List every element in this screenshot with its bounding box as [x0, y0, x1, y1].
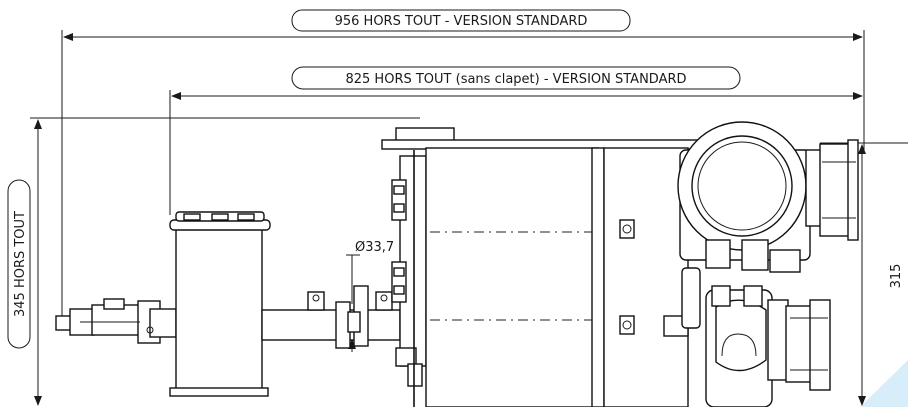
dimension-345: 345 HORS TOUT	[7, 117, 420, 406]
dimension-pipe-diameter: Ø33,7	[346, 240, 394, 352]
dimension-956: 956 HORS TOUT - VERSION STANDARD	[61, 9, 865, 330]
main-body	[381, 127, 701, 407]
dimension-345-label: 345 HORS TOUT	[13, 211, 28, 317]
dimension-315: 315	[820, 142, 908, 406]
dimension-825-label-box	[291, 66, 741, 90]
top-pump	[677, 121, 859, 273]
dimension-345-label-box	[7, 179, 31, 349]
dimension-825-label: 825 HORS TOUT (sans clapet) - VERSION ST…	[345, 72, 686, 87]
pipe-diameter-label: Ø33,7	[355, 240, 394, 255]
dimension-315-label: 315	[889, 264, 904, 289]
bottom-volute	[705, 285, 831, 407]
vertical-cylinder	[169, 211, 271, 397]
dimension-956-label-box	[291, 9, 631, 32]
horizontal-pipe	[261, 285, 401, 349]
end-clamp	[55, 298, 177, 344]
dimension-956-label: 956 HORS TOUT - VERSION STANDARD	[335, 14, 588, 29]
dimension-825: 825 HORS TOUT (sans clapet) - VERSION ST…	[169, 66, 865, 215]
corner-accent	[860, 360, 908, 407]
